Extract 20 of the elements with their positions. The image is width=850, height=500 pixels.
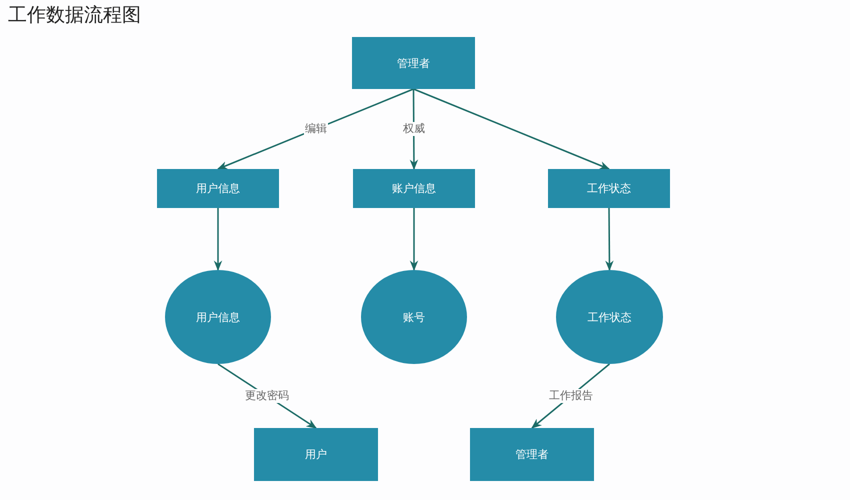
edge-label: 工作报告: [548, 389, 594, 403]
process-box: 工作状态: [548, 169, 670, 208]
data-ellipse: 账号: [361, 270, 467, 364]
arrow: [214, 208, 222, 272]
arrow: [410, 89, 418, 170]
process-box: 用户: [254, 428, 378, 481]
arrow: [413, 88, 610, 170]
process-box: 管理者: [470, 428, 594, 481]
arrow: [217, 88, 414, 170]
edge-label: 权威: [402, 122, 426, 136]
process-box: 管理者: [352, 37, 475, 89]
diagram-title: 工作数据流程图: [8, 3, 141, 28]
process-box: 用户信息: [157, 169, 279, 208]
arrow: [410, 208, 418, 272]
data-ellipse: 工作状态: [556, 270, 663, 364]
arrow: [605, 208, 614, 272]
data-ellipse: 用户信息: [165, 270, 271, 364]
process-box: 账户信息: [353, 169, 475, 208]
edge-label: 更改密码: [244, 389, 290, 403]
edge-label: 编辑: [304, 122, 328, 136]
